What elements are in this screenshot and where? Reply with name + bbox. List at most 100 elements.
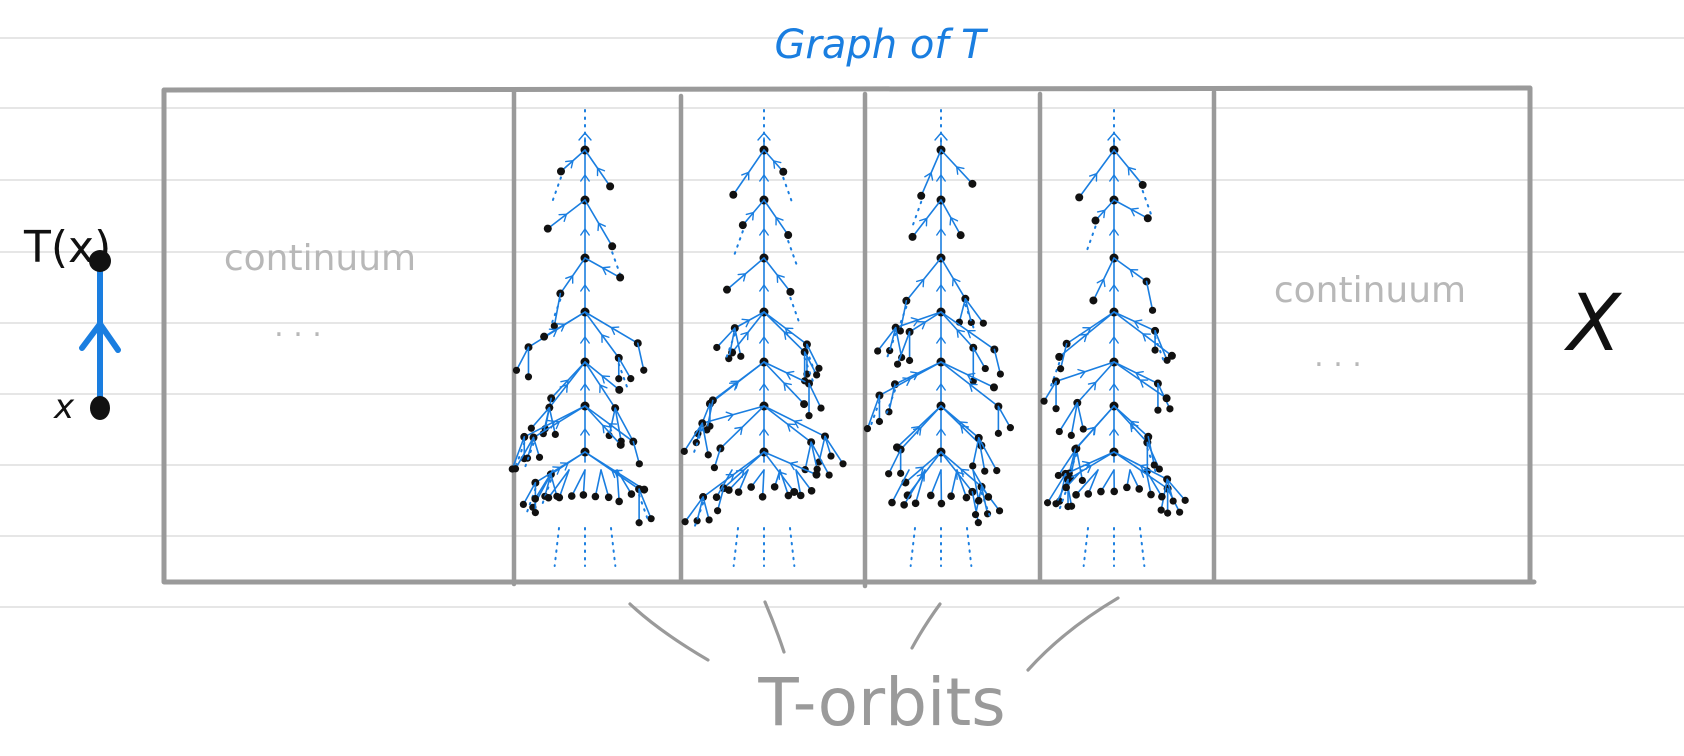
branch-edge [547,469,570,499]
edge-arrow [596,167,606,177]
branch-edge [570,469,586,497]
orbit-point [540,332,549,341]
branch-continuation [524,487,537,518]
edge-arrow [759,428,769,436]
orbit-point [1075,193,1084,202]
branch-edge [511,436,526,470]
branch-continuation [691,428,704,459]
edge-arrow [1130,207,1139,217]
branch-edge [810,441,830,476]
branch-edge [903,469,926,506]
branch-edge [701,422,710,456]
branch-edge [600,469,610,499]
edge-arrow [565,275,574,284]
orbit-point [640,366,648,374]
edge-arrow [745,211,755,221]
branch-edge [1043,380,1057,402]
orbit-point [544,493,553,502]
branch-edge [594,469,602,498]
orbit-point [758,493,767,501]
branch-edge [1166,478,1174,502]
orbit-tree-4 [1040,109,1189,567]
left-continuum-ellipsis: . . . [274,309,322,344]
orbit-point [1052,500,1060,508]
branch-edge [706,399,714,431]
orbit-point [888,498,896,507]
orbit-point [1057,365,1065,373]
orbit-point [994,429,1002,437]
orbit-point [713,343,721,352]
branch-edge [1059,342,1068,370]
edge-arrow [959,421,968,430]
edge-arrow [580,228,590,236]
orbit-point [784,231,793,240]
orbit-point [996,370,1004,378]
orbit-point [1169,497,1177,505]
orbit-point [1067,431,1075,439]
orbit-point [981,364,989,373]
descendant-continuation [789,527,796,567]
edge-arrow [601,375,611,384]
orbit-point [956,231,965,240]
orbit-point [981,467,989,475]
orbit-point [1055,352,1064,361]
orbit-point [984,493,993,501]
branch-edge [1147,435,1156,466]
branch-edge [614,407,622,443]
edge-arrow [915,278,925,288]
pointer-line-4 [1026,596,1120,672]
branch-edge [684,496,704,523]
orbit-point [1123,483,1131,492]
orbit-point [839,460,847,468]
descendant-continuation [732,527,739,567]
edge-arrow [757,132,771,141]
orbit-point [627,490,636,498]
branch-continuation [723,333,736,364]
orbit-point [926,491,935,500]
branch-edge [977,437,986,473]
edge-arrow [936,428,946,436]
branch-continuation [803,357,816,388]
edge-arrow [740,331,749,341]
edge-arrow [786,423,796,432]
edge-arrow [759,336,769,344]
branch-edge [608,407,616,437]
branch-edge [972,346,987,370]
orbit-point [886,347,894,355]
edge-arrow [1096,278,1106,288]
orbit-point [734,488,743,496]
branch-edge [1100,469,1115,493]
descendant-continuation [1082,527,1089,567]
orbit-point [1138,180,1147,189]
edge-arrow [1130,420,1140,430]
edge-arrow [966,372,976,382]
branch-edge [582,469,586,496]
orbit-tree-1 [508,109,655,567]
edge-arrow [601,334,610,343]
edge-arrow [1133,319,1143,329]
branch-edge [972,469,990,498]
orbit-point [524,373,533,381]
branch-edge [1076,402,1085,430]
edge-arrow [597,222,606,232]
descendant-continuation [1139,527,1146,567]
orbit-point [807,487,816,495]
legend-arrow-head [79,321,121,353]
edge-arrow [1109,336,1119,344]
orbit-point [817,404,825,412]
orbit-point [680,447,688,455]
orbit-point [1089,296,1098,305]
edge-arrow [759,228,769,236]
orbit-point [917,191,926,200]
pointer-line-3 [910,602,942,650]
orbit-point [703,426,711,434]
edge-arrow [783,331,793,340]
edge-arrow [775,216,784,226]
branch-edge [1070,402,1079,437]
orbit-point [713,507,722,515]
orbit-point [550,322,558,330]
branch-edge [1068,448,1077,474]
orbit-point [1078,476,1086,485]
orbit-point [616,273,625,282]
